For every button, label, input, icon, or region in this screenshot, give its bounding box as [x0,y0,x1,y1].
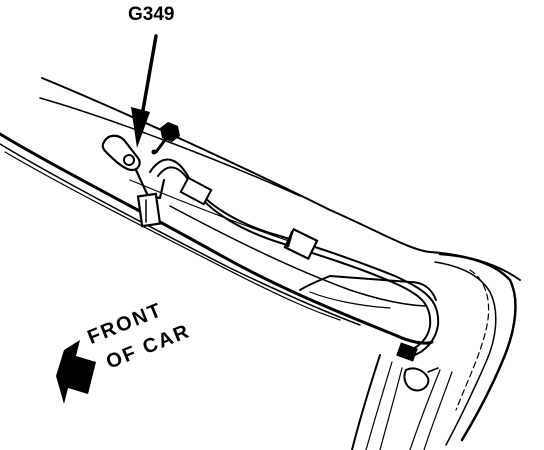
body-panel [0,77,521,450]
ground-terminal [101,134,166,228]
callout-arrow [131,34,158,148]
callout-label: G349 [128,4,174,25]
wiring-harness [149,158,440,357]
direction-label: FRONT OF CAR [85,299,194,374]
bolt-icon [151,122,180,155]
pillar-connector [396,342,439,392]
arrow-left-icon [56,340,96,404]
